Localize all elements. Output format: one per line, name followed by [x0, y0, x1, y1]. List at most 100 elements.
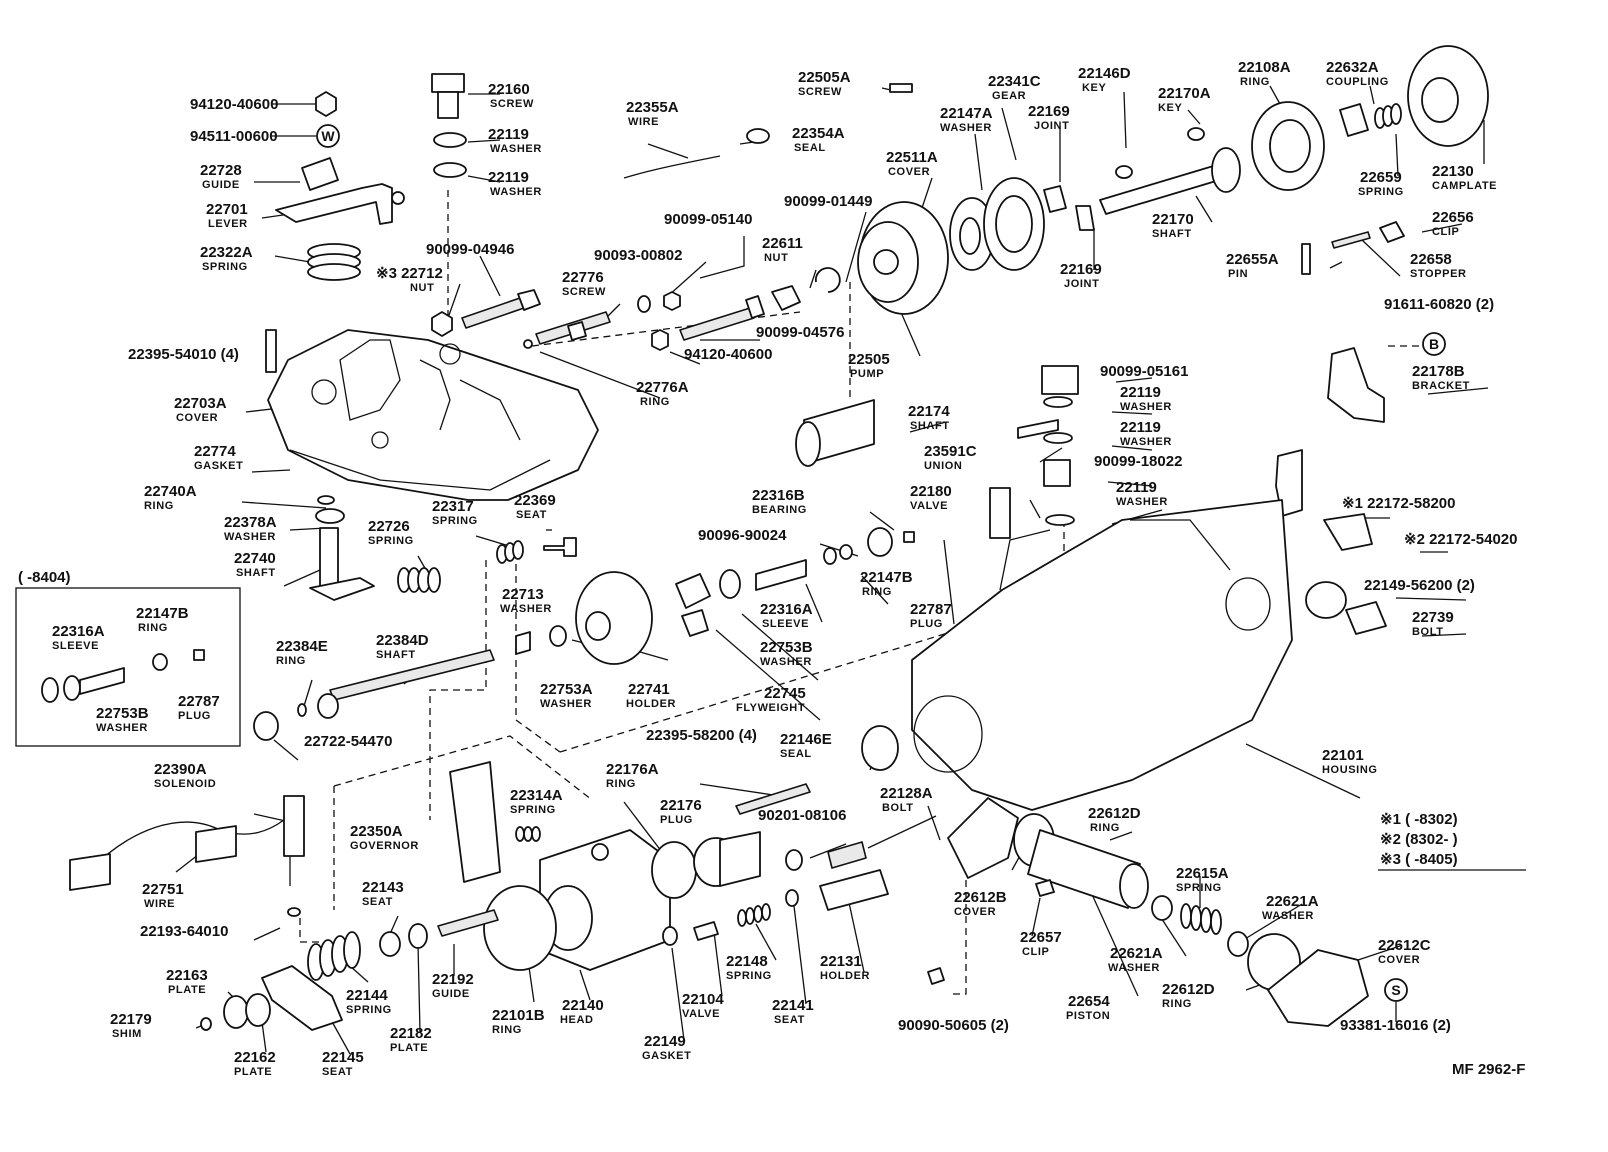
marker-s: S: [1391, 982, 1400, 998]
part-number: 22119: [1120, 384, 1161, 401]
washer-icon: [549, 625, 567, 647]
inset-title: ( -8404): [18, 569, 71, 586]
part-number: 22632A: [1326, 59, 1379, 76]
bolt-icon: [735, 783, 811, 815]
part-number: 22119: [488, 169, 529, 186]
part-name: WASHER: [1120, 436, 1172, 448]
pin-icon: [1301, 243, 1311, 275]
part-name: SCREW: [798, 86, 842, 98]
shim-icon: [200, 1017, 212, 1031]
coil-spring-icon: [307, 931, 361, 981]
part-number: ※1 22172-58200: [1342, 495, 1456, 512]
seal-icon: [861, 725, 899, 771]
part-name: WIRE: [628, 116, 659, 128]
part-name: RING: [144, 500, 174, 512]
ring-icon: [287, 907, 301, 917]
joint-icon: [1075, 205, 1095, 231]
part-name: RING: [640, 396, 670, 408]
part-name: WASHER: [1262, 910, 1314, 922]
bolt-icon: [461, 297, 525, 329]
note-1: ※1 ( -8302): [1380, 811, 1458, 828]
part-number: 22741: [628, 681, 670, 698]
washer-icon: [63, 675, 81, 701]
union-icon: [1017, 419, 1059, 439]
part-number: 22355A: [626, 99, 679, 116]
bolt-icon: [927, 967, 945, 985]
bolt-icon: [265, 329, 277, 373]
part-number: 22147B: [860, 569, 913, 586]
part-number: 22369: [514, 492, 556, 509]
part-number: 94511-00600: [190, 128, 278, 145]
part-number: 94120-40600: [684, 346, 772, 363]
part-number: 22104: [682, 991, 724, 1008]
part-name: SPRING: [432, 515, 478, 527]
washer-icon: [433, 132, 467, 148]
part-name: LEVER: [208, 218, 248, 230]
part-name: RING: [138, 622, 168, 634]
part-name: SPRING: [726, 970, 772, 982]
part-number: 90090-50605 (2): [898, 1017, 1009, 1034]
part-name: SEAT: [362, 896, 393, 908]
part-number: 90099-04946: [426, 241, 514, 258]
holder-icon: [819, 869, 889, 911]
part-name: VALVE: [682, 1008, 720, 1020]
part-name: SPRING: [346, 1004, 392, 1016]
part-number: 90096-90024: [698, 527, 787, 544]
part-number: 22192: [432, 971, 474, 988]
wire-icon: [89, 819, 285, 871]
part-number: 22505A: [798, 69, 851, 86]
part-name: GUIDE: [202, 179, 240, 191]
part-number: 22160: [488, 81, 530, 98]
part-name: BOLT: [1412, 626, 1444, 638]
part-number: 22316A: [52, 623, 105, 640]
part-name: UNION: [924, 460, 962, 472]
part-number: 22654: [1068, 993, 1110, 1010]
part-name: CLIP: [1022, 946, 1049, 958]
part-drawings: [15, 45, 1526, 1031]
nut-icon: [431, 311, 453, 337]
bearing-icon: [867, 527, 893, 557]
part-name: BOLT: [882, 802, 914, 814]
coil-spring-icon: [397, 567, 441, 593]
ring-icon: [317, 495, 335, 505]
part-number: 22621A: [1110, 945, 1163, 962]
lever-icon: [275, 183, 393, 225]
shaft-icon: [319, 527, 339, 589]
part-name: BEARING: [752, 504, 807, 516]
part-number: 22119: [1116, 479, 1157, 496]
part-name: GOVERNOR: [350, 840, 419, 852]
part-name: SHAFT: [236, 567, 276, 579]
part-number: 90099-05161: [1100, 363, 1188, 380]
marker-b-circle: [1422, 332, 1446, 356]
guide-icon: [301, 157, 339, 191]
nut-icon: [315, 91, 337, 117]
part-number: 22119: [488, 126, 529, 143]
part-name: RING: [862, 586, 892, 598]
part-name: SEAT: [774, 1014, 805, 1026]
part-number: 90099-18022: [1094, 453, 1182, 470]
connector-icon: [195, 825, 237, 863]
part-number: 90099-05140: [664, 211, 752, 228]
coil-spring-icon: [737, 903, 771, 927]
valve-icon: [693, 921, 719, 941]
part-name: COVER: [176, 412, 218, 424]
gear-icon: [983, 177, 1045, 271]
joint-icon: [1043, 185, 1067, 213]
part-number: 22170: [1152, 211, 1194, 228]
screw-icon: [889, 83, 913, 93]
guide-icon: [437, 909, 499, 937]
distributor-head-icon: [539, 829, 671, 971]
part-number: 22384D: [376, 632, 429, 649]
note-3: ※3 ( -8405): [1380, 851, 1458, 868]
part-name: WASHER: [1120, 401, 1172, 413]
part-number: 22147A: [940, 105, 993, 122]
part-number: 22701: [206, 201, 248, 218]
inset-box: [15, 587, 241, 747]
part-name: WASHER: [540, 698, 592, 710]
part-name: PLATE: [390, 1042, 428, 1054]
seat-icon: [261, 965, 343, 1031]
part-number: 22612C: [1378, 937, 1431, 954]
part-number: 22149-56200 (2): [1364, 577, 1475, 594]
part-number: 22149: [644, 1033, 686, 1050]
part-name: PUMP: [850, 368, 884, 380]
